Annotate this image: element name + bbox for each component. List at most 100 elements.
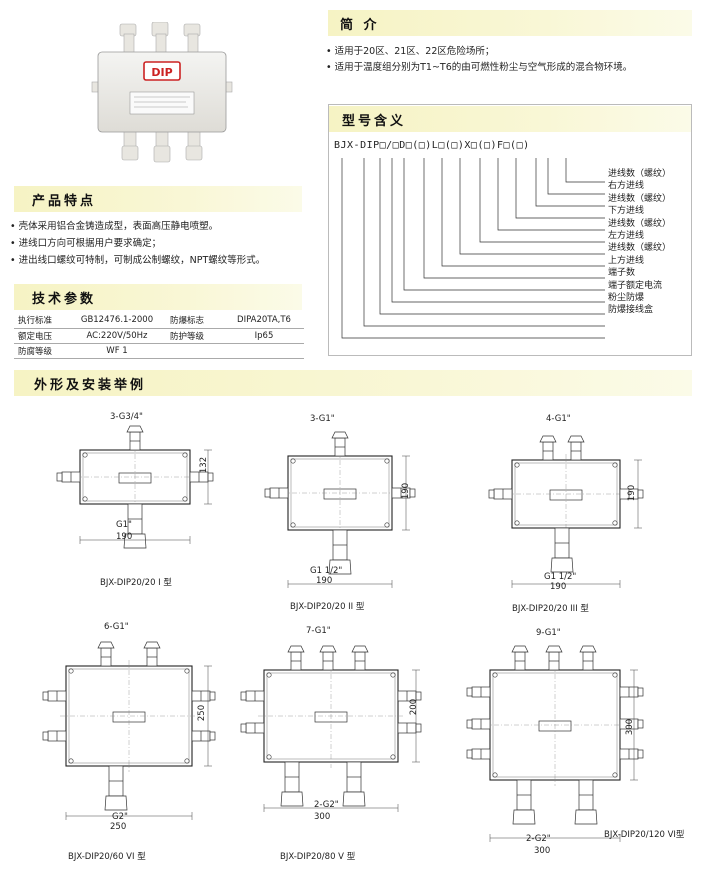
drawing-2-h: 190 <box>401 482 412 500</box>
param-cell: 防爆标志 <box>166 313 224 329</box>
param-cell: Ip65 <box>224 328 304 344</box>
drawing-type-3 <box>484 412 654 588</box>
drawing-4-h: 250 <box>197 704 208 722</box>
drawing-4-caption: BJX-DIP20/60 VI 型 <box>68 852 146 862</box>
model-box <box>328 104 692 356</box>
model-label: 端子数 <box>608 268 636 279</box>
screw <box>68 758 74 764</box>
drawing-3-w: 190 <box>550 582 567 592</box>
drawing-1-h: 132 <box>199 456 210 474</box>
screw <box>266 672 272 678</box>
model-label: 右方进线 <box>608 181 645 192</box>
model-label: 粉尘防爆 <box>608 293 645 304</box>
param-cell: 额定电压 <box>14 328 68 344</box>
param-cell: 防腐等级 <box>14 343 68 359</box>
cable-gland <box>42 690 67 702</box>
screw <box>514 462 520 468</box>
param-cell: 防护等级 <box>166 328 224 344</box>
screw <box>612 772 618 778</box>
features-bullets: 壳体采用铝合金铸造成型，表面高压静电喷塑。 进线口方向可根据用户要求确定； 进出… <box>10 218 310 269</box>
intro-bullet: 适用于温度组分别为T1~T6的由可燃性粉尘与空气形成的混合物环境。 <box>326 60 706 76</box>
drawing-type-5 <box>236 624 432 828</box>
model-label: 防爆接线盒 <box>608 305 654 316</box>
drawing-2-w: 190 <box>316 576 333 586</box>
drawing-1-caption: BJX-DIP20/20 I 型 <box>100 578 172 588</box>
nameplate <box>549 489 583 501</box>
drawing-5-w: 300 <box>314 812 331 822</box>
drawing-type-1 <box>50 410 230 550</box>
cable-gland <box>240 690 265 702</box>
cable-gland <box>56 471 81 483</box>
model-label: 上方进线 <box>608 255 645 266</box>
drawing-2-top: 3-G1" <box>310 414 335 424</box>
screw <box>384 458 390 464</box>
intro-title: 简 介 <box>340 18 380 33</box>
cable-gland <box>397 722 422 734</box>
cable-gland <box>191 730 216 742</box>
cable-gland <box>240 722 265 734</box>
screw <box>290 458 296 464</box>
drawing-6-bottom: 2-G2" <box>526 834 551 844</box>
drawing-6-w: 300 <box>534 846 551 856</box>
param-cell: GB12476.1-2000 <box>68 313 166 329</box>
cable-gland <box>579 645 597 671</box>
nameplate <box>118 472 152 484</box>
intro-band: 简 介 <box>328 10 692 36</box>
screw <box>612 672 618 678</box>
screw <box>290 522 296 528</box>
drawing-1-bottom: G1" <box>116 520 132 530</box>
feature-bullet: 壳体采用铝合金铸造成型，表面高压静电喷塑。 <box>10 218 310 235</box>
model-label: 左方进线 <box>608 231 645 242</box>
features-band: 产品特点 <box>14 186 302 212</box>
screw <box>68 668 74 674</box>
cable-gland <box>466 718 491 730</box>
screw <box>184 758 190 764</box>
intro-bullets: 适用于20区、21区、22区危险场所； 适用于温度组分别为T1~T6的由可燃性粉… <box>326 44 706 76</box>
screw <box>514 520 520 526</box>
param-cell: 执行标准 <box>14 313 68 329</box>
cable-gland <box>466 748 491 760</box>
drawing-3-caption: BJX-DIP20/20 III 型 <box>512 604 589 614</box>
feature-bullet: 进线口方向可根据用户要求确定； <box>10 235 310 252</box>
model-band: 型号含义 <box>328 106 692 132</box>
params-title: 技术参数 <box>32 292 97 307</box>
screw <box>492 672 498 678</box>
model-label: 进线数（螺纹） <box>608 218 672 229</box>
drawing-6-caption: BJX-DIP20/120 VI型 <box>604 830 685 840</box>
param-cell: DIPA20TA,T6 <box>224 313 304 329</box>
cable-gland <box>97 641 115 667</box>
cable-gland <box>287 645 305 671</box>
nameplate <box>323 488 357 500</box>
screw <box>184 668 190 674</box>
table-row: 额定电压 AC:220V/50Hz 防护等级 Ip65 <box>14 328 304 344</box>
drawing-6-h: 300 <box>625 718 636 736</box>
model-label: 端子额定电流 <box>608 280 663 291</box>
cable-gland <box>466 686 491 698</box>
screw <box>612 520 618 526</box>
drawing-3-bottom: G1 1/2" <box>544 572 577 582</box>
screw <box>182 452 188 458</box>
params-table: 执行标准 GB12476.1-2000 防爆标志 DIPA20TA,T6 额定电… <box>14 313 304 359</box>
drawing-4-bottom: G2" <box>112 812 128 822</box>
cable-gland <box>143 641 161 667</box>
cable-gland <box>123 503 147 549</box>
model-code: BJX-DIP□/□D□(□)L□(□)X□(□)F□(□) <box>334 140 530 151</box>
cable-gland <box>550 527 574 573</box>
model-label: 进线数（螺纹） <box>608 243 672 254</box>
drawing-5-top: 7-G1" <box>306 626 331 636</box>
model-label: 进线数（螺纹） <box>608 169 672 179</box>
cable-gland <box>342 761 366 807</box>
cable-gland <box>567 435 585 461</box>
model-title: 型号含义 <box>342 114 407 129</box>
cable-gland <box>126 425 144 451</box>
model-tree <box>341 158 605 339</box>
params-band: 技术参数 <box>14 284 302 310</box>
screw <box>182 496 188 502</box>
drawing-3-top: 4-G1" <box>546 414 571 424</box>
drawing-type-4 <box>36 620 220 836</box>
photo-label: DIP <box>151 66 172 79</box>
screw <box>612 462 618 468</box>
cable-gland <box>391 487 416 499</box>
model-label: 下方进线 <box>608 206 645 217</box>
cable-gland <box>189 471 214 483</box>
